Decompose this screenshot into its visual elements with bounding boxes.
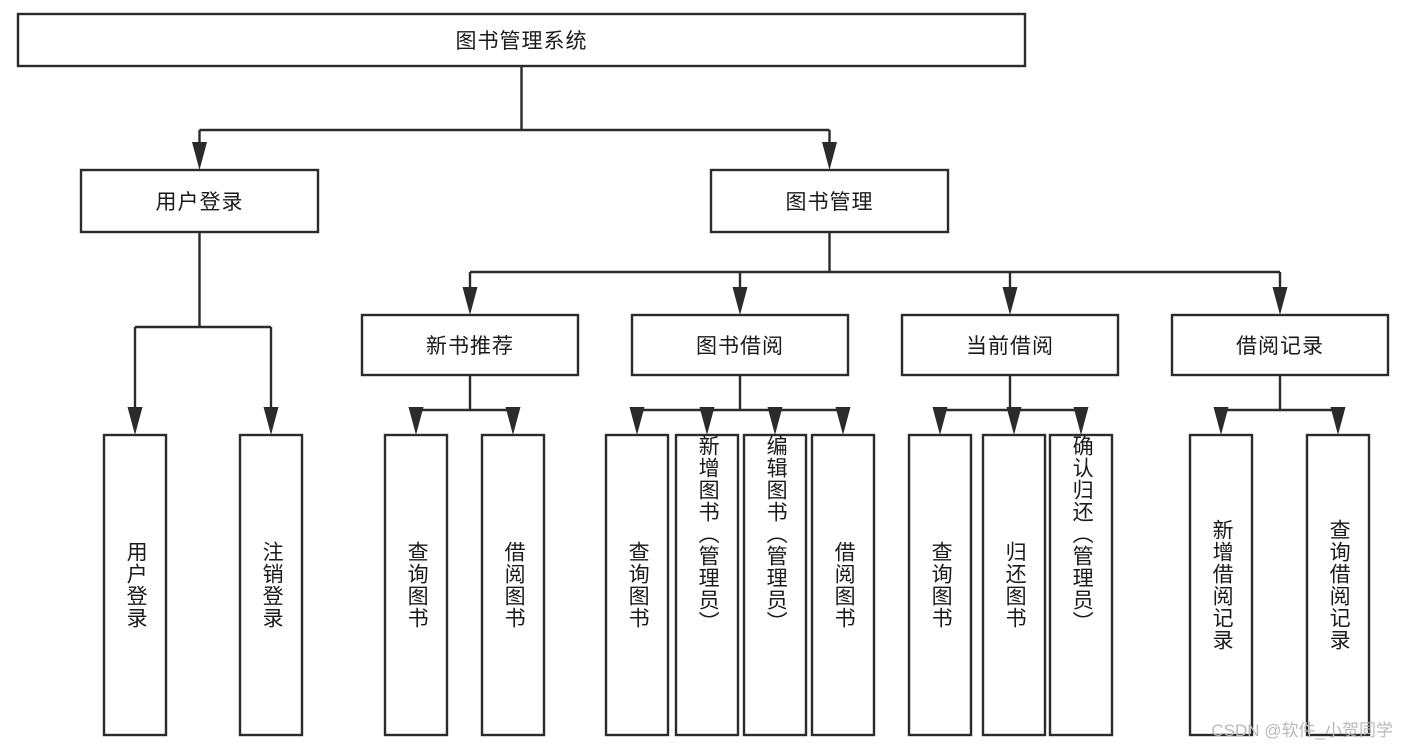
node-box-leaf-edit-book[interactable] — [742, 433, 808, 737]
node-box-leaf-add-borrow-record[interactable] — [1188, 433, 1254, 737]
arrowhead-book-borrow — [732, 287, 748, 315]
node-box-book-borrow[interactable] — [630, 313, 850, 377]
arrowhead-book-management — [822, 142, 837, 170]
node-box-root[interactable] — [16, 12, 1027, 68]
node-box-leaf-return-book[interactable] — [981, 433, 1047, 737]
arrowhead-new-book-recommend — [462, 287, 478, 315]
arrowhead-leaf-borrow-book-recommend — [505, 407, 521, 435]
node-box-user-login[interactable] — [79, 168, 320, 234]
node-box-leaf-confirm-return[interactable] — [1048, 433, 1114, 737]
arrowhead-leaf-return-book — [1006, 407, 1022, 435]
connector-group-new-book-recommend-children — [408, 375, 521, 435]
node-box-book-management[interactable] — [709, 168, 950, 234]
node-box-leaf-borrow-book-recommend[interactable] — [480, 433, 546, 737]
node-box-leaf-query-book-recommend[interactable] — [383, 433, 449, 737]
node-box-leaf-query-book-current[interactable] — [907, 433, 973, 737]
connector-group-current-borrow-children — [932, 375, 1089, 435]
arrowhead-current-borrow — [1002, 287, 1018, 315]
arrowhead-leaf-query-borrow-record — [1330, 407, 1346, 435]
arrowhead-leaf-borrow-book — [835, 407, 851, 435]
node-box-new-book-recommend[interactable] — [360, 313, 580, 377]
connector-group-borrow-records-children — [1213, 375, 1346, 435]
arrowhead-leaf-query-book-recommend — [408, 407, 424, 435]
node-box-current-borrow[interactable] — [900, 313, 1120, 377]
arrowhead-leaf-user-logout — [263, 407, 279, 435]
connector-group-book-borrow-children — [629, 375, 851, 435]
node-box-leaf-user-login[interactable] — [102, 433, 168, 737]
arrowhead-borrow-records — [1272, 287, 1288, 315]
node-box-borrow-records[interactable] — [1170, 313, 1390, 377]
node-box-leaf-user-logout[interactable] — [238, 433, 304, 737]
arrowhead-leaf-add-borrow-record — [1213, 407, 1229, 435]
connector-group-user-login-children — [127, 232, 279, 435]
node-box-leaf-add-book[interactable] — [674, 433, 740, 737]
arrowhead-leaf-confirm-return — [1073, 407, 1089, 435]
arrowhead-user-login — [192, 142, 207, 170]
arrowhead-leaf-user-login — [127, 407, 143, 435]
arrowhead-leaf-query-book-borrow — [629, 407, 645, 435]
connector-group-book-management-children — [462, 232, 1288, 315]
connector-group-root-to-level2 — [192, 66, 837, 170]
node-box-leaf-borrow-book[interactable] — [810, 433, 876, 737]
arrowhead-leaf-query-book-current — [932, 407, 948, 435]
arrowhead-leaf-add-book — [699, 407, 715, 435]
node-box-leaf-query-book-borrow[interactable] — [604, 433, 670, 737]
node-box-leaf-query-borrow-record[interactable] — [1305, 433, 1371, 737]
arrowhead-leaf-edit-book — [767, 407, 783, 435]
